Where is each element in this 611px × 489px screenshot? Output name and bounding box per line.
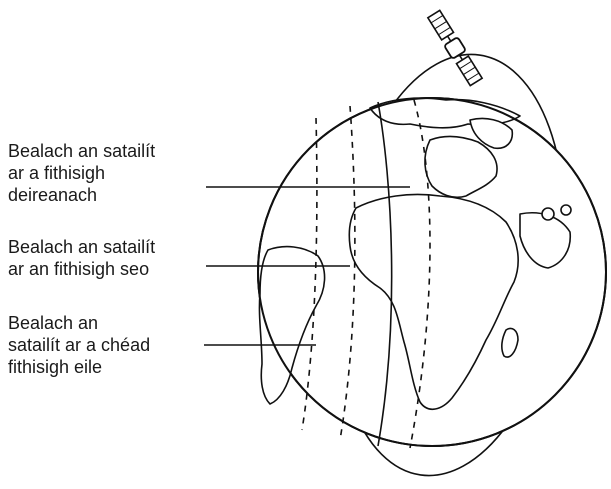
label-next-line-1: Bealach an xyxy=(8,312,150,334)
label-next-line-3: fithisigh eile xyxy=(8,356,150,378)
label-previous-line-3: deireanach xyxy=(8,184,155,206)
satellite-icon xyxy=(427,10,483,86)
label-next-line-2: satailít ar a chéad xyxy=(8,334,150,356)
label-previous-orbit-path: Bealach an satailít ar a fithisigh deire… xyxy=(8,140,155,206)
label-next-orbit-path: Bealach an satailít ar a chéad fithisigh… xyxy=(8,312,150,378)
island-1 xyxy=(542,208,554,220)
label-previous-line-2: ar a fithisigh xyxy=(8,162,155,184)
label-current-orbit-path: Bealach an satailít ar an fithisigh seo xyxy=(8,236,155,280)
label-current-line-2: ar an fithisigh seo xyxy=(8,258,155,280)
label-current-line-1: Bealach an satailít xyxy=(8,236,155,258)
label-previous-line-1: Bealach an satailít xyxy=(8,140,155,162)
island-2 xyxy=(561,205,571,215)
